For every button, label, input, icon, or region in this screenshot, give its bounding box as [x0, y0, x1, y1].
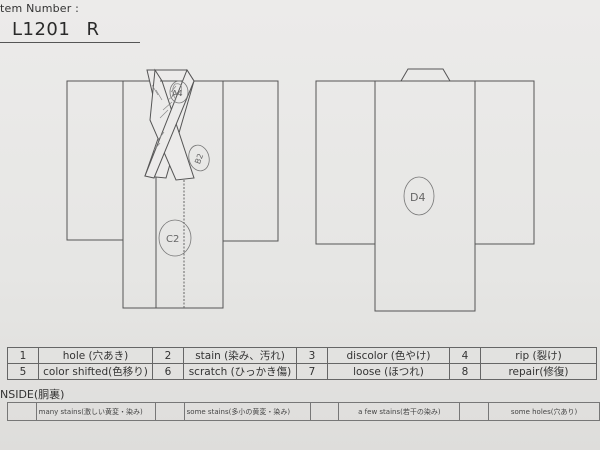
- inside-condition-table: many stains(激しい黄変・染み) some stains(多小の黄変・…: [7, 402, 600, 421]
- inside-checkbox-some-holes[interactable]: [459, 402, 490, 421]
- kimono-back-diagram: [315, 68, 535, 312]
- legend-label: rip (裂け): [480, 347, 597, 364]
- inside-option-label: some stains(多小の黄変・染み): [183, 402, 311, 421]
- back-collar: [400, 68, 451, 82]
- inside-checkbox-few-stains[interactable]: [309, 402, 340, 421]
- legend-num: 3: [296, 347, 328, 364]
- legend-label: scratch (ひっかき傷): [183, 363, 297, 380]
- item-number-underline: [0, 42, 140, 43]
- legend-row: 5 color shifted(色移り) 6 scratch (ひっかき傷) 7…: [7, 363, 597, 380]
- inside-option-label: a few stains(若干の染み): [338, 402, 461, 421]
- legend-num: 2: [152, 347, 184, 364]
- legend-row: 1 hole (穴あき) 2 stain (染み、汚れ) 3 discolor …: [7, 347, 597, 364]
- legend-num: 1: [7, 347, 39, 364]
- legend-label: loose (ほつれ): [327, 363, 450, 380]
- legend-num: 4: [449, 347, 481, 364]
- back-right-sleeve: [474, 80, 535, 245]
- legend-label: repair(修復): [480, 363, 597, 380]
- legend-label: color shifted(色移り): [38, 363, 153, 380]
- legend-label: hole (穴あき): [38, 347, 153, 364]
- inside-section-label: NSIDE(胴裏): [0, 388, 65, 401]
- legend-label: discolor (色やけ): [327, 347, 450, 364]
- legend-num: 7: [296, 363, 328, 380]
- inside-row: many stains(激しい黄変・染み) some stains(多小の黄変・…: [7, 402, 600, 421]
- damage-legend-table: 1 hole (穴あき) 2 stain (染み、汚れ) 3 discolor …: [7, 347, 597, 380]
- item-number-value: L1201 R: [12, 19, 100, 40]
- legend-num: 6: [152, 363, 184, 380]
- mark-b2: B2: [193, 152, 205, 165]
- inside-checkbox-some-stains[interactable]: [155, 402, 185, 421]
- mark-a4: A4: [172, 89, 183, 98]
- legend-num: 8: [449, 363, 481, 380]
- mark-d4: D4: [410, 191, 425, 204]
- legend-label: stain (染み、汚れ): [183, 347, 297, 364]
- inside-checkbox-many-stains[interactable]: [7, 402, 37, 421]
- inside-option-label: some holes(穴あり): [488, 402, 600, 421]
- left-sleeve: [66, 80, 124, 241]
- right-sleeve: [222, 80, 279, 242]
- inside-option-label: many stains(激しい黄変・染み): [35, 402, 157, 421]
- back-left-sleeve: [315, 80, 376, 245]
- item-number-label: tem Number :: [0, 2, 80, 15]
- legend-num: 5: [7, 363, 39, 380]
- back-body: [374, 80, 476, 312]
- kimono-front-diagram: [66, 68, 279, 309]
- mark-c2: C2: [166, 234, 179, 245]
- kimono-diagrams: A4 B2 C2 D4: [66, 68, 535, 312]
